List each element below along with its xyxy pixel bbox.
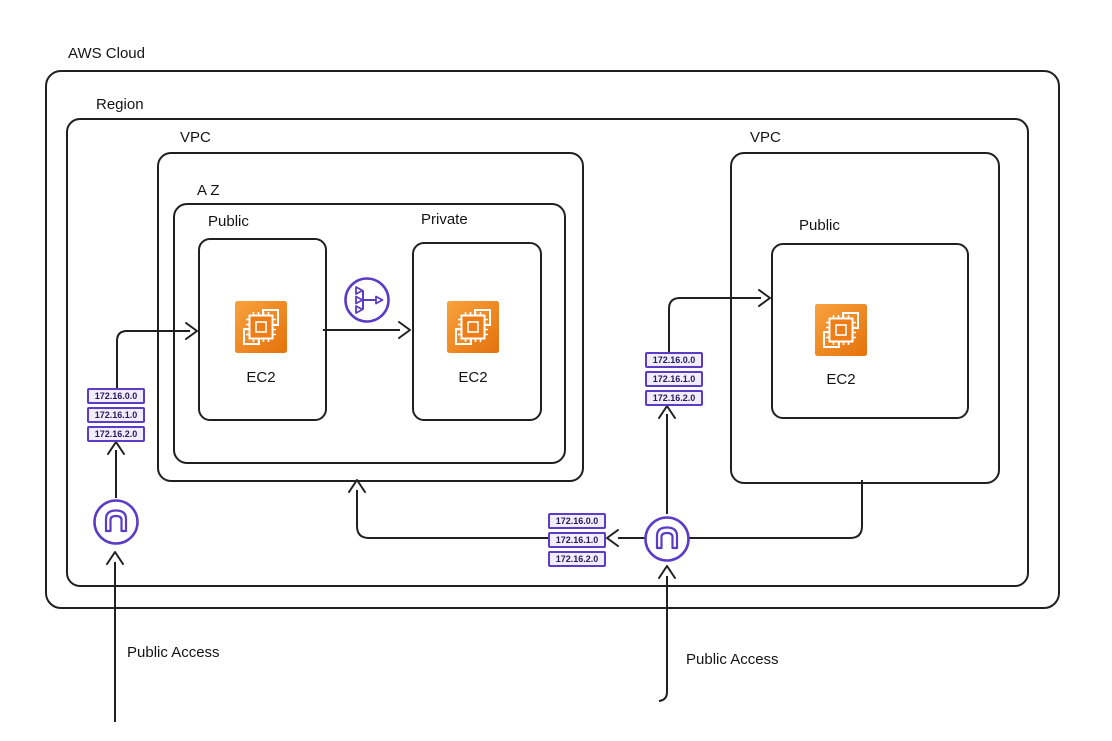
subnet-public-right-label: Public — [799, 217, 840, 234]
region-boundary — [66, 118, 1029, 587]
cidr-chip: 172.16.1.0 — [645, 371, 703, 387]
public-access-left-label: Public Access — [127, 644, 220, 661]
cidr-stack-right: 172.16.0.0 172.16.1.0 172.16.2.0 — [645, 352, 703, 406]
cidr-stack-left: 172.16.0.0 172.16.1.0 172.16.2.0 — [87, 388, 145, 442]
subnet-public-right-boundary — [771, 243, 969, 419]
ec2-label: EC2 — [826, 371, 856, 388]
cidr-chip: 172.16.1.0 — [87, 407, 145, 423]
cidr-chip: 172.16.0.0 — [548, 513, 606, 529]
ec2-label: EC2 — [458, 369, 488, 386]
internet-gateway-icon — [643, 515, 691, 568]
router-icon — [343, 276, 391, 329]
public-access-right-label: Public Access — [686, 651, 779, 668]
subnet-private-label: Private — [421, 211, 468, 228]
ec2-instance-icon — [235, 301, 287, 358]
availability-zone-label: A Z — [197, 182, 220, 199]
cidr-chip: 172.16.2.0 — [645, 390, 703, 406]
ec2-instance-icon — [447, 301, 499, 358]
cidr-chip: 172.16.2.0 — [87, 426, 145, 442]
vpc-left-boundary — [157, 152, 584, 482]
ec2-instance-icon — [815, 304, 867, 361]
vpc-right-label: VPC — [750, 129, 781, 146]
cidr-chip: 172.16.0.0 — [87, 388, 145, 404]
cidr-chip: 172.16.0.0 — [645, 352, 703, 368]
cidr-chip: 172.16.1.0 — [548, 532, 606, 548]
subnet-public-left-label: Public — [208, 213, 249, 230]
cidr-stack-middle: 172.16.0.0 172.16.1.0 172.16.2.0 — [548, 513, 606, 567]
aws-cloud-boundary — [45, 70, 1060, 609]
vpc-left-label: VPC — [180, 129, 211, 146]
cidr-chip: 172.16.2.0 — [548, 551, 606, 567]
ec2-label: EC2 — [246, 369, 276, 386]
aws-cloud-label: AWS Cloud — [68, 45, 145, 62]
region-label: Region — [96, 96, 144, 113]
subnet-private-boundary — [412, 242, 542, 421]
internet-gateway-icon — [92, 498, 140, 551]
